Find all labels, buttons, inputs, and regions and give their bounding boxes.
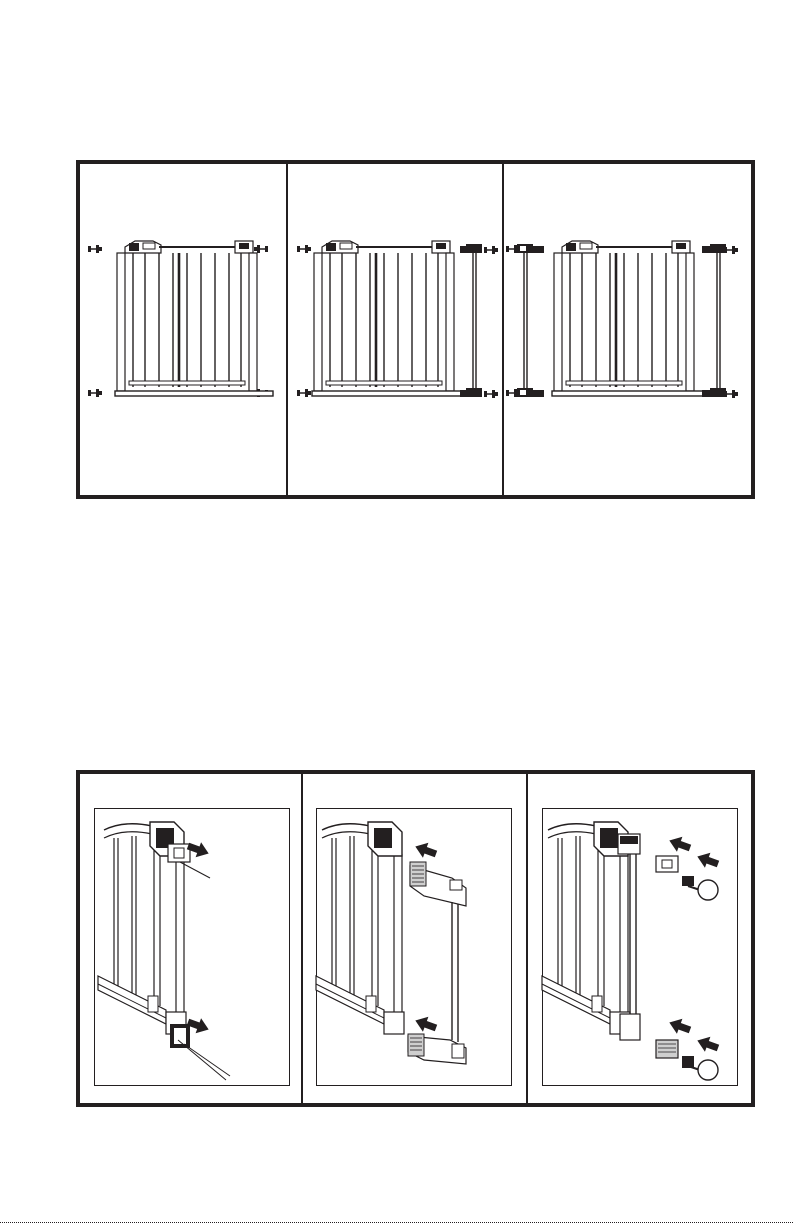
page-edge-rule bbox=[0, 1222, 793, 1223]
insert-spindles-illustration bbox=[542, 822, 718, 1080]
arrow-left-icon bbox=[413, 839, 439, 862]
arrow-left-icon bbox=[695, 849, 721, 872]
arrow-left-icon bbox=[667, 1015, 693, 1038]
remove-spindle-housings-illustration bbox=[98, 822, 230, 1080]
arrow-left-icon bbox=[667, 833, 693, 856]
arrow-left-icon bbox=[413, 1013, 439, 1036]
attach-extension-illustration bbox=[316, 822, 466, 1064]
arrow-left-icon bbox=[695, 1033, 721, 1056]
